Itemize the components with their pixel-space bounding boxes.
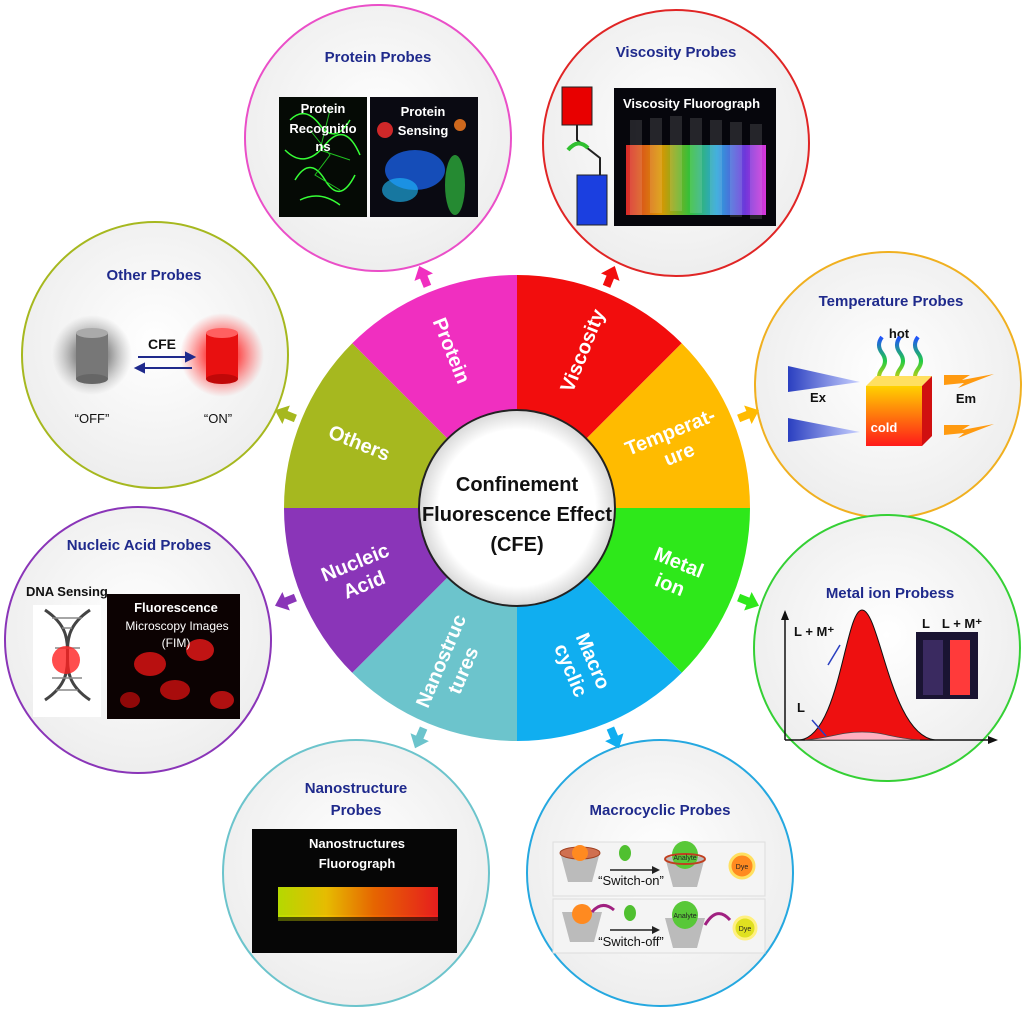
arrow-to-temperature: [737, 405, 759, 424]
macrocyclic-probes-title: Macrocyclic Probes: [590, 802, 731, 819]
wheel-segment-others: [284, 343, 448, 508]
fim-line2: Microscopy Images: [125, 619, 228, 633]
wheel-segment-nano: [352, 577, 517, 741]
switch-off-label: “Switch-off”: [598, 934, 664, 949]
curve-label-l: L: [797, 700, 805, 715]
switch-on-label: “Switch-on”: [598, 873, 664, 888]
sample-cube: cold: [866, 376, 932, 446]
excitation-beam-top: [788, 366, 860, 392]
on-cylinder: [180, 313, 264, 397]
protein-image2-line2: Sensing: [398, 123, 449, 138]
arrow-to-nucleic: [275, 592, 297, 611]
wheel-segment-viscosity: [517, 275, 682, 439]
nanostructure-title-line2: Probes: [331, 802, 382, 819]
off-label: “OFF”: [75, 411, 110, 426]
analyte-label-on: Analyte: [673, 855, 696, 862]
other-probes-panel: Other Probes CFE “OFF” “ON”: [21, 221, 289, 489]
emission-bolt-bottom: [944, 424, 994, 438]
viscosity-probes-panel: Viscosity Probes Viscosity Fluorograph: [542, 9, 810, 277]
dna-sensing-label: DNA Sensing: [26, 584, 108, 599]
viscosity-probes-title: Viscosity Probes: [616, 44, 737, 61]
spectrum-plot: L + M⁺ L: [781, 609, 998, 744]
arrow-to-protein: [414, 266, 433, 288]
wheel-segment-metal: [586, 508, 750, 673]
fluorescence-microscopy-image: Fluorescence Microscopy Images (FIM): [107, 594, 240, 719]
analyte-label-off: Analyte: [673, 913, 696, 920]
viscosity-image-caption: Viscosity Fluorograph: [623, 96, 760, 111]
off-cylinder: [52, 315, 132, 395]
center-hub: Confinement Fluorescence Effect (CFE): [418, 409, 616, 607]
macrocyclic-probes-panel: Macrocyclic Probes Analyte Dye “Switch-o…: [526, 739, 794, 1007]
protein-recognition-image: Protein Recognitio ns: [279, 97, 367, 217]
vial-label-lm: L + M⁺: [942, 616, 982, 631]
nucleic-acid-probes-panel: Nucleic Acid Probes DNA Sensing Fluoresc…: [4, 506, 272, 774]
protein-image1-line3: ns: [315, 139, 330, 154]
equilibrium-arrows: [133, 351, 197, 374]
arrow-to-viscosity: [601, 266, 620, 288]
dye-label-on: Dye: [736, 864, 749, 871]
other-probes-title: Other Probes: [106, 267, 201, 284]
wheel-segment-nucleic: [284, 508, 448, 673]
metal-ion-probes-panel: Metal ion Probess L + M⁺ L L L + M⁺: [753, 514, 1021, 782]
protein-image1-line2: Recognitio: [289, 121, 356, 136]
nanostructures-fluorograph-image: Nanostructures Fluorograph: [252, 829, 457, 953]
cfe-arrow-label: CFE: [148, 336, 176, 352]
arrow-to-metal: [737, 592, 759, 611]
center-title-line3: (CFE): [490, 534, 543, 556]
vial-label-l: L: [922, 616, 930, 631]
temperature-probes-title: Temperature Probes: [819, 293, 964, 310]
protein-image2-line1: Protein: [401, 104, 446, 119]
arrow-to-macro: [605, 726, 624, 749]
rotor-schematic: [561, 86, 608, 226]
excitation-beam-bottom: [788, 418, 860, 442]
on-label: “ON”: [204, 411, 232, 426]
switch-off-scheme: Analyte Dye “Switch-off”: [552, 898, 766, 954]
nano-image-line2: Fluorograph: [319, 856, 396, 871]
nanostructure-probes-panel: Nanostructure Probes Nanostructures Fluo…: [222, 739, 490, 1007]
wheel-segment-macro: [517, 577, 682, 741]
em-label: Em: [956, 391, 976, 406]
protein-image1-line1: Protein: [301, 101, 346, 116]
center-title-line1: Confinement: [456, 474, 579, 496]
wheel-segment-protein: [352, 275, 517, 439]
fim-line1: Fluorescence: [134, 600, 218, 615]
metal-ion-probes-title: Metal ion Probess: [826, 585, 954, 602]
cold-label: cold: [871, 420, 898, 435]
ex-label: Ex: [810, 390, 827, 405]
wheel-segment-temperature: [586, 343, 750, 508]
fim-line3: (FIM): [162, 636, 191, 650]
dna-helix-image: [33, 605, 101, 717]
nucleic-acid-probes-title: Nucleic Acid Probes: [67, 537, 212, 554]
switch-on-scheme: Analyte Dye “Switch-on”: [552, 841, 766, 897]
nanostructure-title-line1: Nanostructure: [305, 780, 408, 797]
temperature-probes-panel: Temperature Probes hot cold Ex Em: [754, 251, 1022, 519]
cfe-wheel: ViscosityTemperat-ureMetalionMacrocyclic…: [284, 275, 750, 741]
dye-label-off: Dye: [739, 926, 752, 933]
metal-vials-image: L L + M⁺: [916, 616, 982, 699]
nano-image-line1: Nanostructures: [309, 836, 405, 851]
arrow-to-others: [275, 405, 297, 424]
emission-bolt-top: [944, 374, 994, 388]
connector-arrows: [275, 266, 759, 749]
protein-probes-title: Protein Probes: [325, 49, 432, 66]
protein-sensing-image: Protein Sensing: [370, 97, 478, 217]
viscosity-fluorograph-image: Viscosity Fluorograph: [614, 88, 776, 226]
hot-label: hot: [889, 326, 910, 341]
protein-probes-panel: Protein Probes Protein Recognitio ns Pro…: [244, 4, 512, 272]
arrow-to-nano: [410, 726, 429, 749]
curve-label-lm: L + M⁺: [794, 624, 834, 639]
center-title-line2: Fluorescence Effect: [422, 504, 612, 526]
